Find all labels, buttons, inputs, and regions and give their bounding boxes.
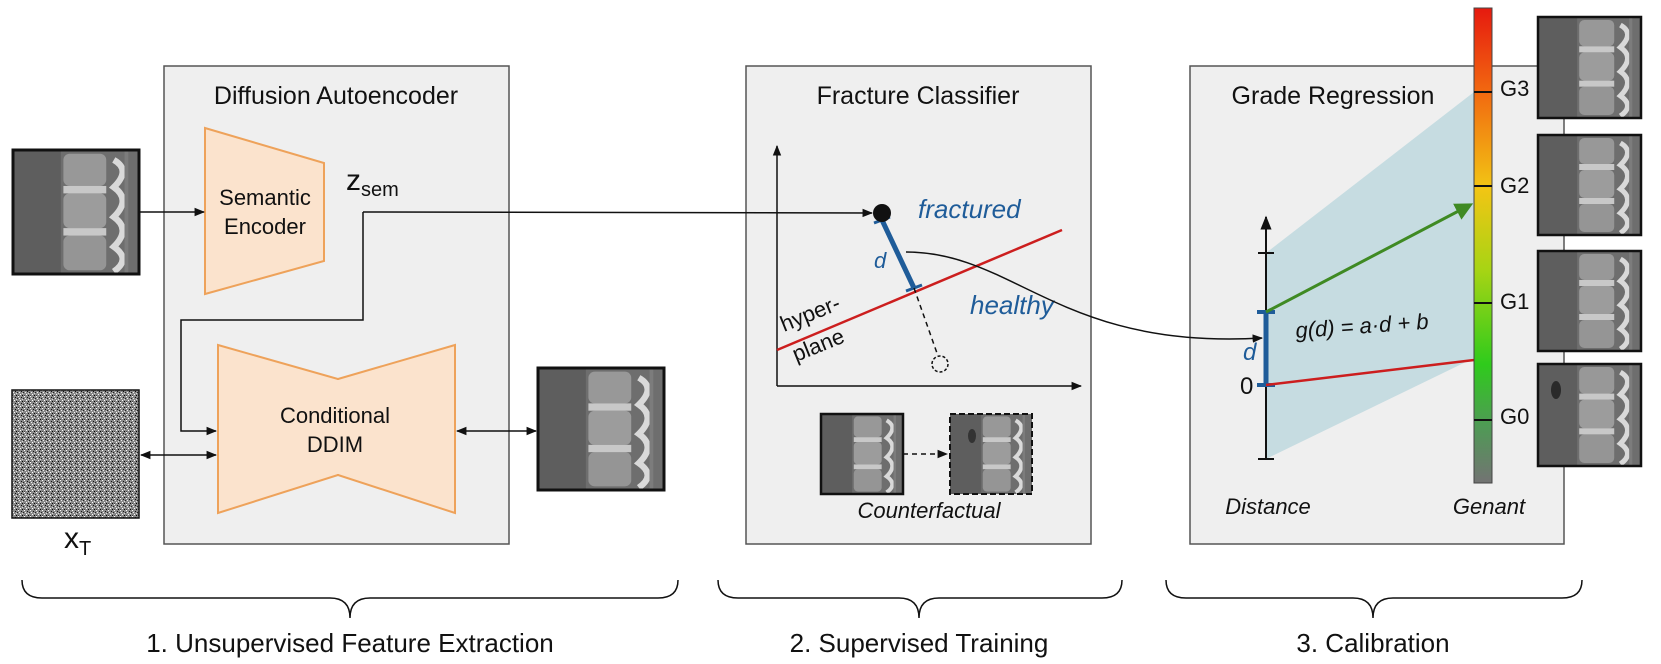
- encoder-label-line2: Encoder: [224, 214, 306, 239]
- regression-zero-label: 0: [1240, 373, 1253, 400]
- stage-label-2: 2. Supervised Training: [790, 628, 1049, 658]
- classifier-d-label: d: [874, 248, 887, 273]
- reconstructed-image: [538, 368, 664, 490]
- genant-image-g1: [1538, 251, 1641, 351]
- ddim-label-line2: DDIM: [307, 432, 363, 457]
- brace-stage-1: [21, 579, 679, 619]
- zsem-to-ddim-arrow: [180, 212, 364, 436]
- grade-label-g0: G0: [1500, 404, 1529, 429]
- semantic-encoder: [204, 126, 325, 296]
- original-thumbnail: [821, 414, 903, 494]
- fractured-label: fractured: [918, 194, 1022, 224]
- healthy-label: healthy: [970, 290, 1056, 320]
- grade-label-g1: G1: [1500, 289, 1529, 314]
- grade-label-g2: G2: [1500, 173, 1529, 198]
- autoencoder-title: Diffusion Autoencoder: [214, 82, 458, 110]
- zsem-to-classifier-arrow: [362, 208, 874, 218]
- ddim-label-line1: Conditional: [280, 403, 390, 428]
- counterfactual-label: Counterfactual: [857, 498, 1001, 523]
- x-t-label: xT: [64, 522, 91, 560]
- counterfactual-point: [931, 355, 949, 373]
- input-image: [13, 150, 139, 274]
- noise-image: [11, 389, 140, 519]
- distance-transfer-arrow: [905, 251, 1264, 343]
- classifier-box: [745, 65, 1092, 545]
- z-sem-label: zsem: [346, 164, 399, 201]
- classifier-title: Fracture Classifier: [817, 82, 1020, 110]
- grade-arrow: [1265, 203, 1474, 314]
- brace-stage-3: [1165, 579, 1583, 619]
- baseline-line: [1265, 358, 1475, 387]
- encoder-label-line1: Semantic: [219, 185, 311, 210]
- sample-point: [873, 204, 891, 222]
- genant-image-g0: [1538, 364, 1641, 466]
- distance-axis-label: Distance: [1225, 494, 1311, 519]
- genant-image-g2: [1538, 135, 1641, 235]
- genant-scale: [1473, 7, 1493, 484]
- counterfactual-path: [913, 287, 939, 357]
- hyperplane-line: [776, 228, 1063, 352]
- stage-label-3: 3. Calibration: [1296, 628, 1449, 658]
- stage-label-1: 1. Unsupervised Feature Extraction: [146, 628, 554, 658]
- counterfactual-thumbnail: [950, 414, 1032, 494]
- brace-stage-2: [717, 579, 1123, 619]
- grade-label-g3: G3: [1500, 76, 1529, 101]
- genant-axis-label: Genant: [1453, 494, 1526, 519]
- genant-image-g3: [1538, 17, 1641, 118]
- regression-title: Grade Regression: [1232, 82, 1435, 110]
- regression-d-label: d: [1243, 339, 1257, 366]
- distance-segment: [879, 218, 917, 290]
